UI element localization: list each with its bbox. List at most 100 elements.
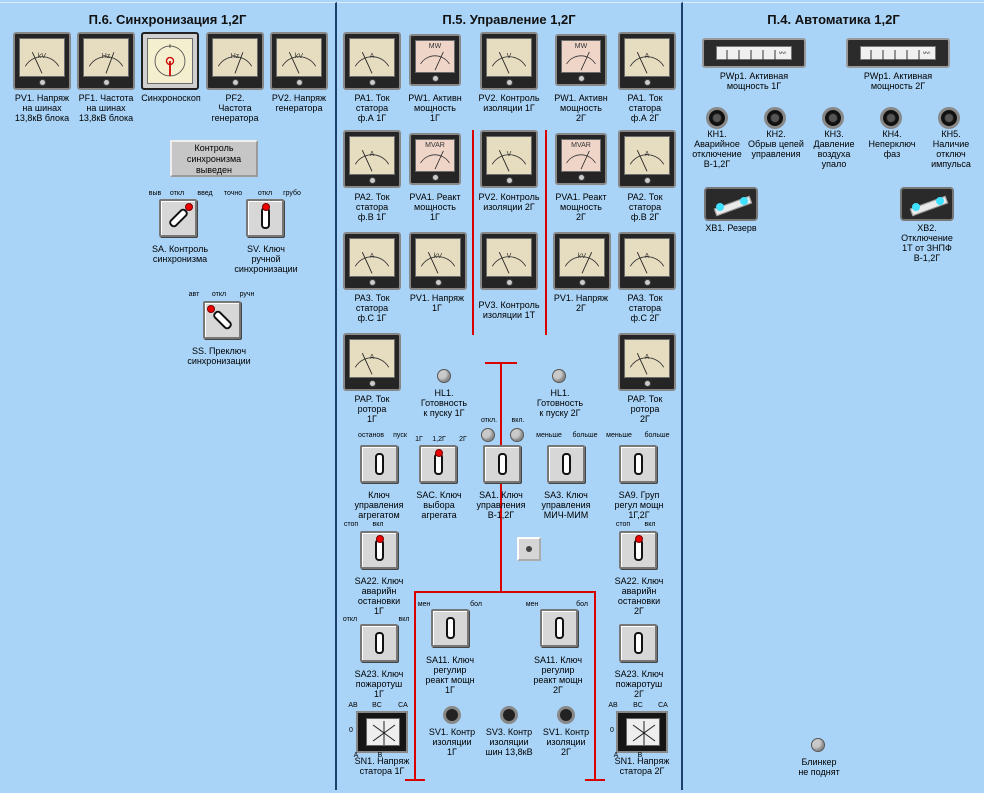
hl1-ready-lamp-2g (552, 369, 566, 383)
meter-pf1-bus-frequency: Hz (77, 32, 135, 90)
sac-unit-select-switch[interactable] (419, 445, 457, 483)
meter-pv1-voltage-2g: kV (553, 232, 611, 290)
meter-pva1-reactive-power-2g: MVAR (555, 133, 607, 185)
sa9-group-power-switch[interactable] (619, 445, 657, 483)
meter-pv2-insulation-2g: V (480, 130, 538, 188)
meter-pw1-active-power-1g: MW (409, 34, 461, 86)
red-bus-line (594, 591, 596, 781)
meter-pv1-voltage-1g: kV (409, 232, 467, 290)
meter-pa1-stator-a-1g: A (343, 32, 401, 90)
sn1-stator-voltage-switch-2g[interactable] (616, 711, 668, 753)
meter-pap-rotor-1g: A (343, 333, 401, 391)
plug-label: ХВ1. Резерв (705, 223, 757, 233)
red-bus-line (585, 779, 605, 781)
sa-sync-control-switch[interactable] (159, 199, 197, 237)
meter-pa3-stator-c-2g: A (618, 232, 676, 290)
red-bus-line (414, 591, 416, 781)
xb1-reserve-plug[interactable] (704, 187, 758, 221)
meter-pv3-insulation-1t: V (480, 232, 538, 290)
kn5-trip-pulse-indicator (938, 107, 960, 129)
sa3-mich-mim-switch[interactable] (547, 445, 585, 483)
sv1-insulation-key-2g[interactable] (557, 706, 575, 724)
xb2-disconnect-plug[interactable] (900, 187, 954, 221)
panel-p4: П.4. Автоматика 1,2Г (683, 2, 984, 790)
meter-pap-rotor-2g: A (618, 333, 676, 391)
sn1-stator-voltage-switch-1g[interactable] (356, 711, 408, 753)
kn4-phase-indicator (880, 107, 902, 129)
hl1-ready-lamp-1g (437, 369, 451, 383)
synchroscope (141, 32, 199, 90)
meter-pv2-gen-voltage: kV (270, 32, 328, 90)
small-square-button[interactable] (517, 537, 541, 561)
pwr1-active-power-2g: MW (846, 38, 950, 68)
sv-manual-sync-switch[interactable] (246, 199, 284, 237)
sa1-breaker-control-switch[interactable] (483, 445, 521, 483)
sa23-fire-switch-1g[interactable] (360, 624, 398, 662)
sa22-emergency-stop-1g[interactable] (360, 531, 398, 569)
sv1-insulation-key-1g[interactable] (443, 706, 461, 724)
sa1-off-lamp (481, 428, 495, 442)
panel-title: П.5. Управление 1,2Г (442, 12, 576, 27)
pwr1-active-power-1g: MW (702, 38, 806, 68)
sa23-fire-switch-2g[interactable] (619, 624, 657, 662)
panel-title: П.6. Синхронизация 1,2Г (88, 12, 247, 27)
meter-pv1-bus-voltage: kV (13, 32, 71, 90)
ss-sync-mode-switch[interactable] (203, 301, 241, 339)
sa11-reactive-power-2g[interactable] (540, 609, 578, 647)
panel-p6: П.6. Синхронизация 1,2Г (0, 2, 337, 790)
kn2-control-circuit-indicator (764, 107, 786, 129)
red-divider (545, 130, 547, 335)
meter-pw1-active-power-2g: MW (555, 34, 607, 86)
unit-control-switch[interactable] (360, 445, 398, 483)
sv3-insulation-key-bus[interactable] (500, 706, 518, 724)
meter-pa2-stator-b-2g: A (618, 130, 676, 188)
red-bus-line (414, 591, 594, 593)
kn1-emergency-trip-indicator (706, 107, 728, 129)
kn3-air-pressure-indicator (822, 107, 844, 129)
sa22-emergency-stop-2g[interactable] (619, 531, 657, 569)
meter-pva1-reactive-power-1g: MVAR (409, 133, 461, 185)
sa1-on-lamp (510, 428, 524, 442)
sa11-reactive-power-1g[interactable] (431, 609, 469, 647)
